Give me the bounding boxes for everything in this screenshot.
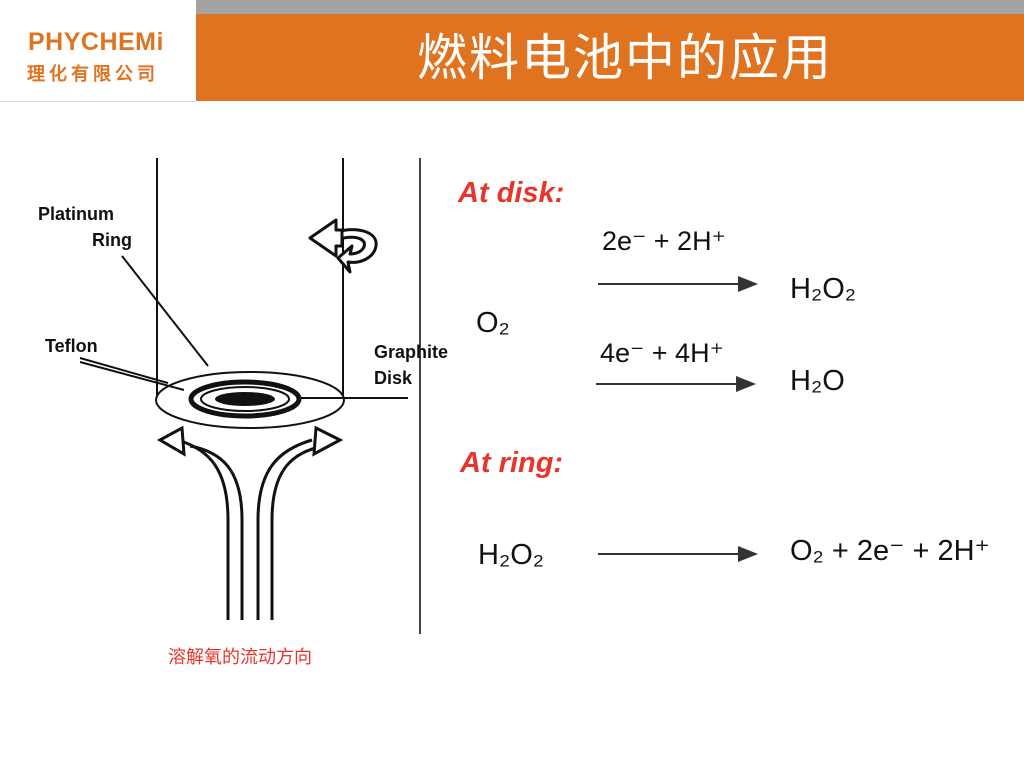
electrode-shaft <box>156 158 344 400</box>
electrode-face <box>155 371 345 429</box>
graphite-disk <box>215 392 275 406</box>
label-platinum: Platinum <box>38 204 114 224</box>
logo-chinese: 理化有限公司 <box>27 64 159 85</box>
logo-divider <box>0 101 196 102</box>
title-bar: 燃料电池中的应用 <box>196 14 1024 101</box>
header-top-strip <box>196 0 1024 14</box>
path2-reagents: 4e⁻ + 4H⁺ <box>600 338 724 368</box>
ring-products: O₂ + 2e⁻ + 2H⁺ <box>790 535 990 567</box>
label-leader-lines <box>79 255 408 399</box>
curved-rotation-arrow-icon <box>308 218 378 274</box>
ring-heading: At ring: <box>459 447 563 479</box>
ring-reactant: H₂O₂ <box>478 539 544 571</box>
flow-arrow-icon <box>156 425 344 620</box>
label-graphite: Graphite <box>374 342 448 362</box>
logo-english: PHYCHEMi <box>28 28 164 56</box>
flow-direction-caption: 溶解氧的流动方向 <box>168 647 312 668</box>
path2-product: H₂O <box>790 365 845 397</box>
reactant-o2: O₂ <box>476 307 510 339</box>
path1-reagents: 2e⁻ + 2H⁺ <box>602 226 726 256</box>
disk-heading: At disk: <box>457 177 564 209</box>
label-disk: Disk <box>374 368 413 388</box>
label-teflon: Teflon <box>45 336 98 356</box>
label-ring: Ring <box>92 230 132 250</box>
company-logo: PHYCHEMi 理化有限公司 <box>0 0 196 101</box>
page-title: 燃料电池中的应用 <box>417 28 833 87</box>
path1-product: H₂O₂ <box>790 273 856 305</box>
